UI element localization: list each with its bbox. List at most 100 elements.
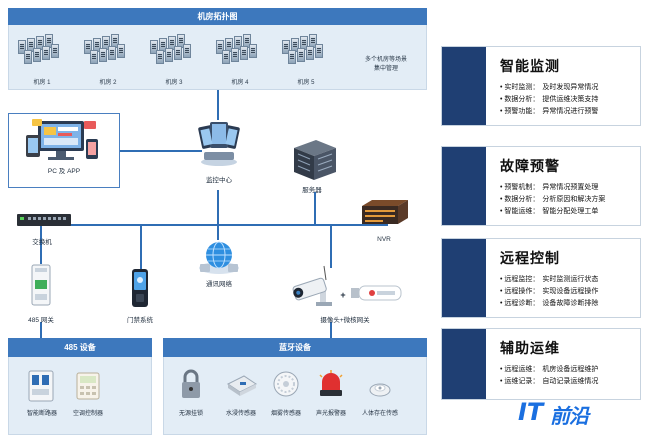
card-item: 远程监控：实时监测运行状态	[500, 274, 598, 286]
card-item-key: 数据分析：	[504, 96, 540, 103]
card-remote-control: 远程控制 远程监控：实时监测运行状态 远程操作：实现设备远程操作 远程诊断：设备…	[441, 238, 641, 318]
card-item-value: 异常情况进行预警	[542, 108, 599, 115]
card-item-value: 实时监测运行状态	[542, 276, 599, 283]
access-control-icon	[132, 269, 148, 307]
card-item-key: 智能运维：	[504, 208, 540, 215]
ac-controller-label: 空调控制器	[72, 411, 103, 417]
card-list: 远程监控：实时监测运行状态 远程操作：实现设备远程操作 远程诊断：设备故障诊断排…	[500, 274, 598, 310]
card-item-key: 实时监测：	[504, 84, 540, 91]
pc-app-icon	[26, 119, 98, 160]
camera-gateway-label: 摄像头+微核网关	[320, 317, 370, 324]
card-item: 远程运维：机房设备远程维护	[500, 364, 598, 376]
presence-sensor-icon	[369, 383, 391, 397]
485-gateway-icon	[31, 264, 51, 306]
card-item-value: 实现设备远程操作	[542, 288, 599, 295]
card-stripe	[442, 239, 486, 317]
nvr-label: NVR	[377, 236, 391, 243]
monitor-center-label: 监控中心	[206, 177, 232, 184]
card-stripe	[442, 47, 486, 125]
ac-controller-icon	[76, 372, 100, 400]
switch-label: 交换机	[32, 239, 52, 246]
line-485gateway-to-panel	[40, 322, 42, 338]
485-gateway-label: 485 网关	[28, 317, 54, 324]
water-sensor-label: 水浸传感器	[225, 411, 256, 417]
card-list: 预警机制：异常情况预置处理 数据分析：分析原因和解决方案 智能运维：智能分配处理…	[500, 182, 605, 218]
logo-it-text: IT	[518, 398, 544, 426]
switch-bus-line	[40, 224, 388, 226]
card-item-value: 设备故障诊断排除	[542, 300, 599, 307]
card-item: 远程诊断：设备故障诊断排除	[500, 298, 598, 310]
card-title: 故障预警	[500, 158, 560, 174]
card-item-key: 远程监控：	[504, 276, 540, 283]
logo-cn-text: 前沿	[550, 406, 589, 428]
bluetooth-devices-title: 蓝牙设备	[163, 338, 427, 357]
room-label-4: 机房 4	[231, 80, 249, 86]
card-item-key: 远程诊断：	[504, 300, 540, 307]
485-devices-title: 485 设备	[8, 338, 152, 357]
card-item-value: 异常情况预置处理	[542, 184, 599, 191]
switch-icon	[17, 214, 71, 226]
line-bus-to-camera	[330, 226, 332, 268]
rack-group-room-3	[146, 34, 202, 74]
card-item: 预警功能：异常情况进行预警	[500, 106, 598, 118]
card-item-key: 远程操作：	[504, 288, 540, 295]
card-item: 运维记录：自动记录运维情况	[500, 376, 598, 388]
smoke-sensor-label: 烟雾传感器	[270, 411, 301, 417]
multi-room-note: 多个机房等场景 集中管理	[350, 56, 422, 74]
card-item-key: 远程运维：	[504, 366, 540, 373]
card-list: 实时监测：及时发现异常情况 数据分析：提供运维决策支持 预警功能：异常情况进行预…	[500, 82, 598, 118]
access-control-label: 门禁系统	[127, 317, 153, 324]
card-item: 智能运维：智能分配处理工单	[500, 206, 605, 218]
nvr-icon	[362, 200, 408, 224]
rack-group-room-2	[80, 34, 136, 74]
card-item-value: 自动记录运维情况	[542, 378, 599, 385]
multi-room-note-line2: 集中管理	[373, 66, 398, 72]
alarm-label: 声光报警器	[315, 411, 346, 417]
monitor-center-icon	[198, 122, 240, 166]
card-stripe	[442, 147, 486, 225]
card-item: 实时监测：及时发现异常情况	[500, 82, 598, 94]
card-item-key: 预警机制：	[504, 184, 540, 191]
smoke-sensor-icon	[273, 371, 299, 397]
room-label-2: 机房 2	[99, 80, 117, 86]
room-label-1: 机房 1	[33, 80, 51, 86]
line-camera-to-bt-panel	[330, 322, 332, 338]
padlock-label: 无源挂锁	[178, 411, 203, 417]
card-item: 预警机制：异常情况预置处理	[500, 182, 605, 194]
line-switch-to-485gateway	[40, 226, 42, 264]
card-title: 智能监测	[500, 58, 560, 74]
card-item: 数据分析：提供运维决策支持	[500, 94, 598, 106]
card-item-key: 预警功能：	[504, 108, 540, 115]
card-fault-warning: 故障预警 预警机制：异常情况预置处理 数据分析：分析原因和解决方案 智能运维：智…	[441, 146, 641, 226]
usb-gateway-icon	[351, 285, 402, 301]
card-item-value: 智能分配处理工单	[542, 208, 599, 215]
server-label: 服务器	[302, 187, 322, 194]
line-bus-to-access	[140, 226, 142, 270]
card-title: 远程控制	[500, 250, 560, 266]
presence-sensor-label: 人体存在传感	[361, 411, 398, 417]
water-sensor-icon	[227, 375, 257, 396]
room-label-5: 机房 5	[297, 80, 315, 86]
rack-group-room-4	[212, 34, 268, 74]
room-label-3: 机房 3	[165, 80, 183, 86]
network-globe-icon	[199, 241, 239, 274]
card-list: 远程运维：机房设备远程维护 运维记录：自动记录运维情况	[500, 364, 598, 388]
card-smart-monitoring: 智能监测 实时监测：及时发现异常情况 数据分析：提供运维决策支持 预警功能：异常…	[441, 46, 641, 126]
server-icon	[294, 140, 336, 180]
rack-group-room-5	[278, 34, 334, 74]
card-assisted-maintenance: 辅助运维 远程运维：机房设备远程维护 运维记录：自动记录运维情况	[441, 328, 641, 400]
card-item-key: 运维记录：	[504, 378, 540, 385]
topology-title: 机房拓扑图	[8, 8, 427, 25]
smart-breaker-icon	[28, 370, 54, 402]
card-item-key: 数据分析：	[504, 196, 540, 203]
rack-group-room-1	[14, 34, 70, 74]
line-monitor-to-switchbus	[217, 190, 219, 232]
card-item: 数据分析：分析原因和解决方案	[500, 194, 605, 206]
card-item-value: 及时发现异常情况	[542, 84, 599, 91]
card-item: 远程操作：实现设备远程操作	[500, 286, 598, 298]
line-pc-to-monitor	[120, 150, 202, 152]
card-item-value: 提供运维决策支持	[542, 96, 599, 103]
alarm-icon	[319, 370, 343, 396]
pc-app-label: PC 及 APP	[47, 168, 81, 175]
line-top-to-monitor	[217, 90, 219, 120]
